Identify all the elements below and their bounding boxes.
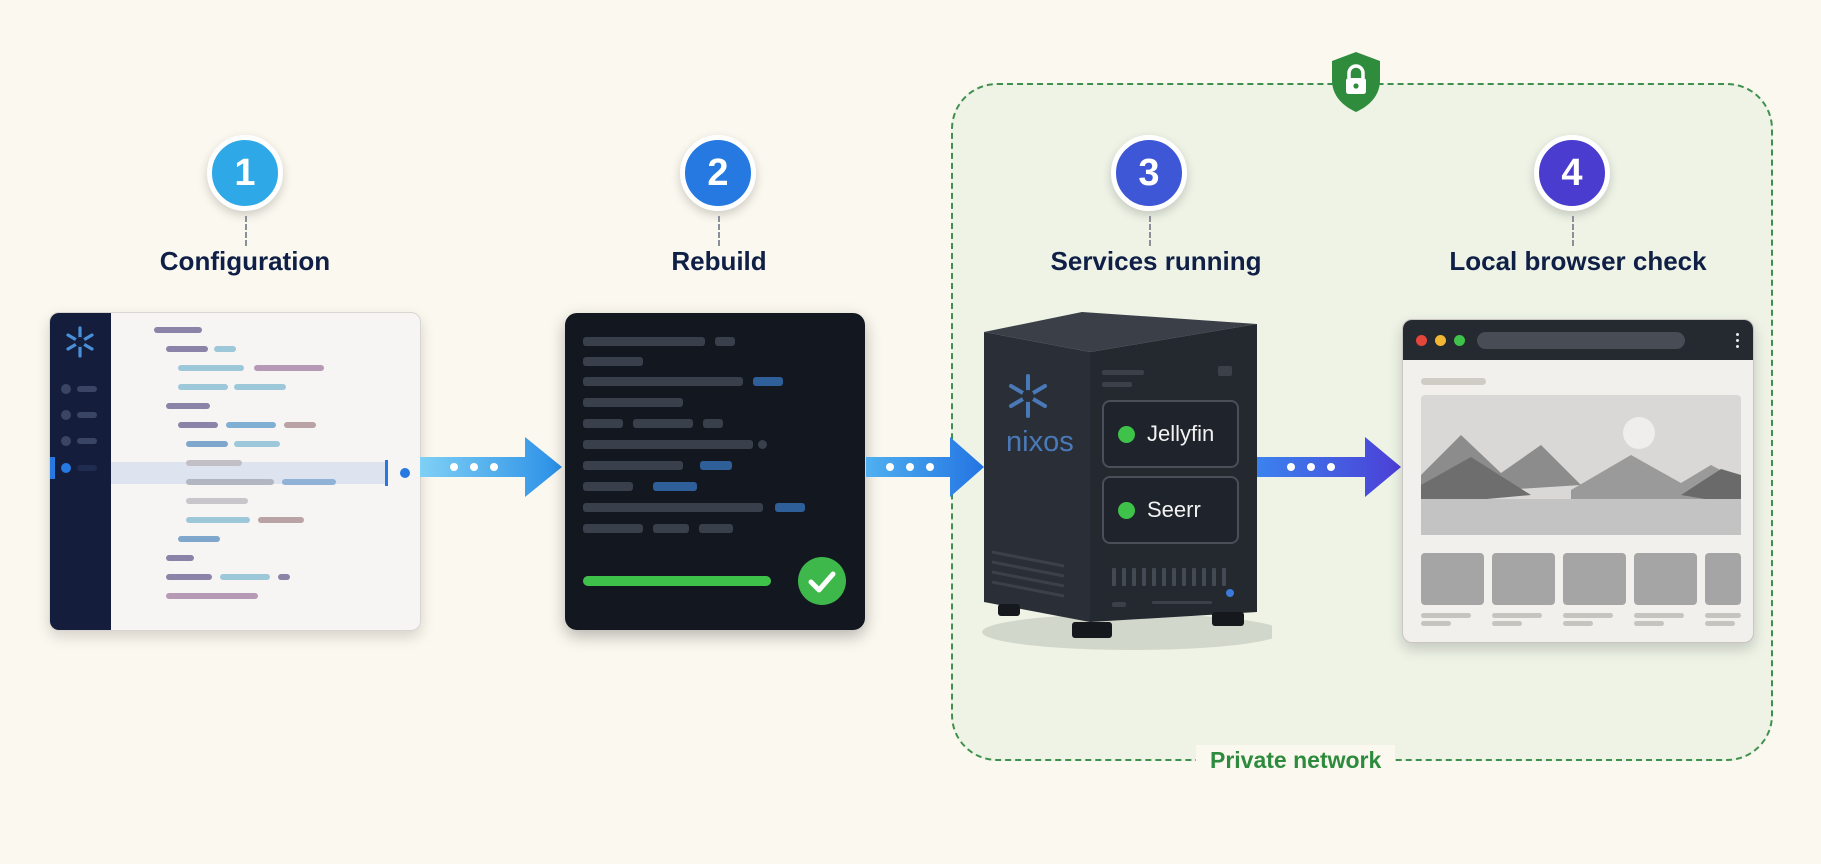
nix-snowflake-icon bbox=[66, 326, 94, 358]
step-number: 3 bbox=[1138, 151, 1160, 194]
service-name: Jellyfin bbox=[1147, 421, 1215, 446]
step-badge-4: 4 bbox=[1534, 135, 1610, 211]
step-badge-2: 2 bbox=[680, 135, 756, 211]
check-circle-icon bbox=[798, 557, 846, 605]
flow-arrow-1 bbox=[420, 437, 562, 497]
rebuild-terminal-panel bbox=[565, 313, 865, 630]
service-jellyfin: Jellyfin bbox=[1102, 400, 1239, 468]
close-dot bbox=[1416, 335, 1427, 346]
flow-arrow-2 bbox=[866, 437, 984, 497]
flow-arrow-3 bbox=[1257, 437, 1401, 497]
step-title-local-browser-check: Local browser check bbox=[1449, 246, 1707, 276]
service-seerr: Seerr bbox=[1102, 476, 1239, 544]
connector-tick bbox=[718, 216, 720, 246]
status-dot bbox=[1118, 501, 1135, 519]
rebuild-progress-fill bbox=[583, 576, 771, 586]
connector-tick bbox=[1149, 216, 1151, 246]
highlighted-line bbox=[111, 462, 386, 484]
step-badge-1: 1 bbox=[207, 135, 283, 211]
nixos-brand-text: nixos bbox=[1006, 426, 1074, 458]
minimize-dot bbox=[1435, 335, 1446, 346]
private-network-label: Private network bbox=[1196, 745, 1396, 775]
lock-shield-icon bbox=[1332, 52, 1380, 112]
step-badge-3: 3 bbox=[1111, 135, 1187, 211]
step-number: 2 bbox=[707, 151, 729, 194]
step-number: 1 bbox=[234, 151, 256, 194]
address-bar bbox=[1477, 332, 1685, 349]
status-dot bbox=[1118, 425, 1135, 443]
local-browser-window bbox=[1402, 319, 1754, 643]
hero-landscape-image bbox=[1421, 395, 1741, 535]
step-title-rebuild: Rebuild bbox=[671, 246, 767, 276]
connector-tick bbox=[1572, 216, 1574, 246]
browser-toolbar bbox=[1403, 320, 1753, 360]
step-number: 4 bbox=[1561, 151, 1583, 194]
maximize-dot bbox=[1454, 335, 1465, 346]
step-title-services-running: Services running bbox=[1050, 246, 1262, 276]
rebuild-progress-track bbox=[583, 576, 771, 586]
config-editor-panel bbox=[49, 312, 421, 631]
service-name: Seerr bbox=[1147, 497, 1201, 522]
nixos-server-illustration bbox=[982, 312, 1272, 650]
connector-tick bbox=[245, 216, 247, 246]
step-title-configuration: Configuration bbox=[159, 246, 331, 276]
editor-sidebar bbox=[50, 313, 111, 630]
nix-snowflake-icon bbox=[1009, 374, 1047, 418]
